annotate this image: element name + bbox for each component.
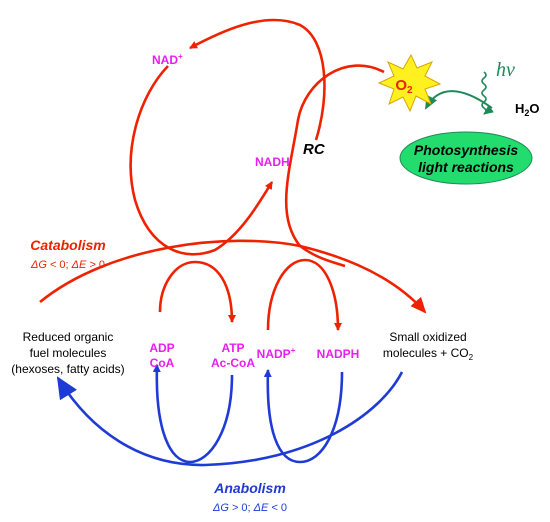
nadph-label: NADPH [317,347,360,361]
reduced-fuel-line1: Reduced organic [23,330,114,344]
atp-label: ATP [221,341,244,355]
photosynthesis-group: Photosynthesis light reactions hν H2O O2 [377,53,540,185]
anabolism-title: Anabolism [213,480,286,496]
photon-wave [481,71,494,115]
o2-label: O2 [395,77,413,96]
ac-coa-label: Ac-CoA [211,356,255,370]
photosynthesis-line1: Photosynthesis [414,142,518,158]
o2-starburst [377,53,442,113]
reduced-fuel-line3: (hexoses, fatty acids) [11,362,124,376]
photon-label: hν [496,59,515,81]
photosynthesis-ellipse [399,131,533,185]
catabolism-pathways [39,18,427,331]
water-label: H2O [515,101,540,118]
catabolism-conditions: ΔG < 0; ΔE > 0 [30,259,105,271]
small-oxidized-line2: molecules + CO2 [383,346,474,362]
photosynthesis-line2: light reactions [418,159,514,175]
nad-return-arrow [189,18,326,141]
atp-adp-return-loop [152,364,234,464]
anabolism-conditions: ΔG > 0; ΔE < 0 [212,502,287,514]
adp-atp-loop [158,260,236,323]
reduced-fuel-line2: fuel molecules [30,346,107,360]
nadh-label: NADH [255,155,290,169]
adp-label: ADP [149,341,174,355]
nadph-nadp-return-loop [263,369,344,464]
catabolism-title: Catabolism [30,237,105,253]
electron-transfer-to-o2 [284,64,385,268]
catabolism-arc [39,239,427,314]
nad-loop-arrow [154,34,325,257]
anabolism-pathways [56,364,404,467]
nad-down-curve [129,65,274,256]
nad-plus-label: NAD+ [152,52,183,67]
nadp-nadph-loop [266,258,342,331]
small-oxidized-line1: Small oxidized [389,330,466,344]
coa-label: CoA [150,356,175,370]
anabolism-arc [56,371,404,467]
rc-label: RC [303,141,326,158]
nadp-plus-label: NADP+ [257,346,296,361]
